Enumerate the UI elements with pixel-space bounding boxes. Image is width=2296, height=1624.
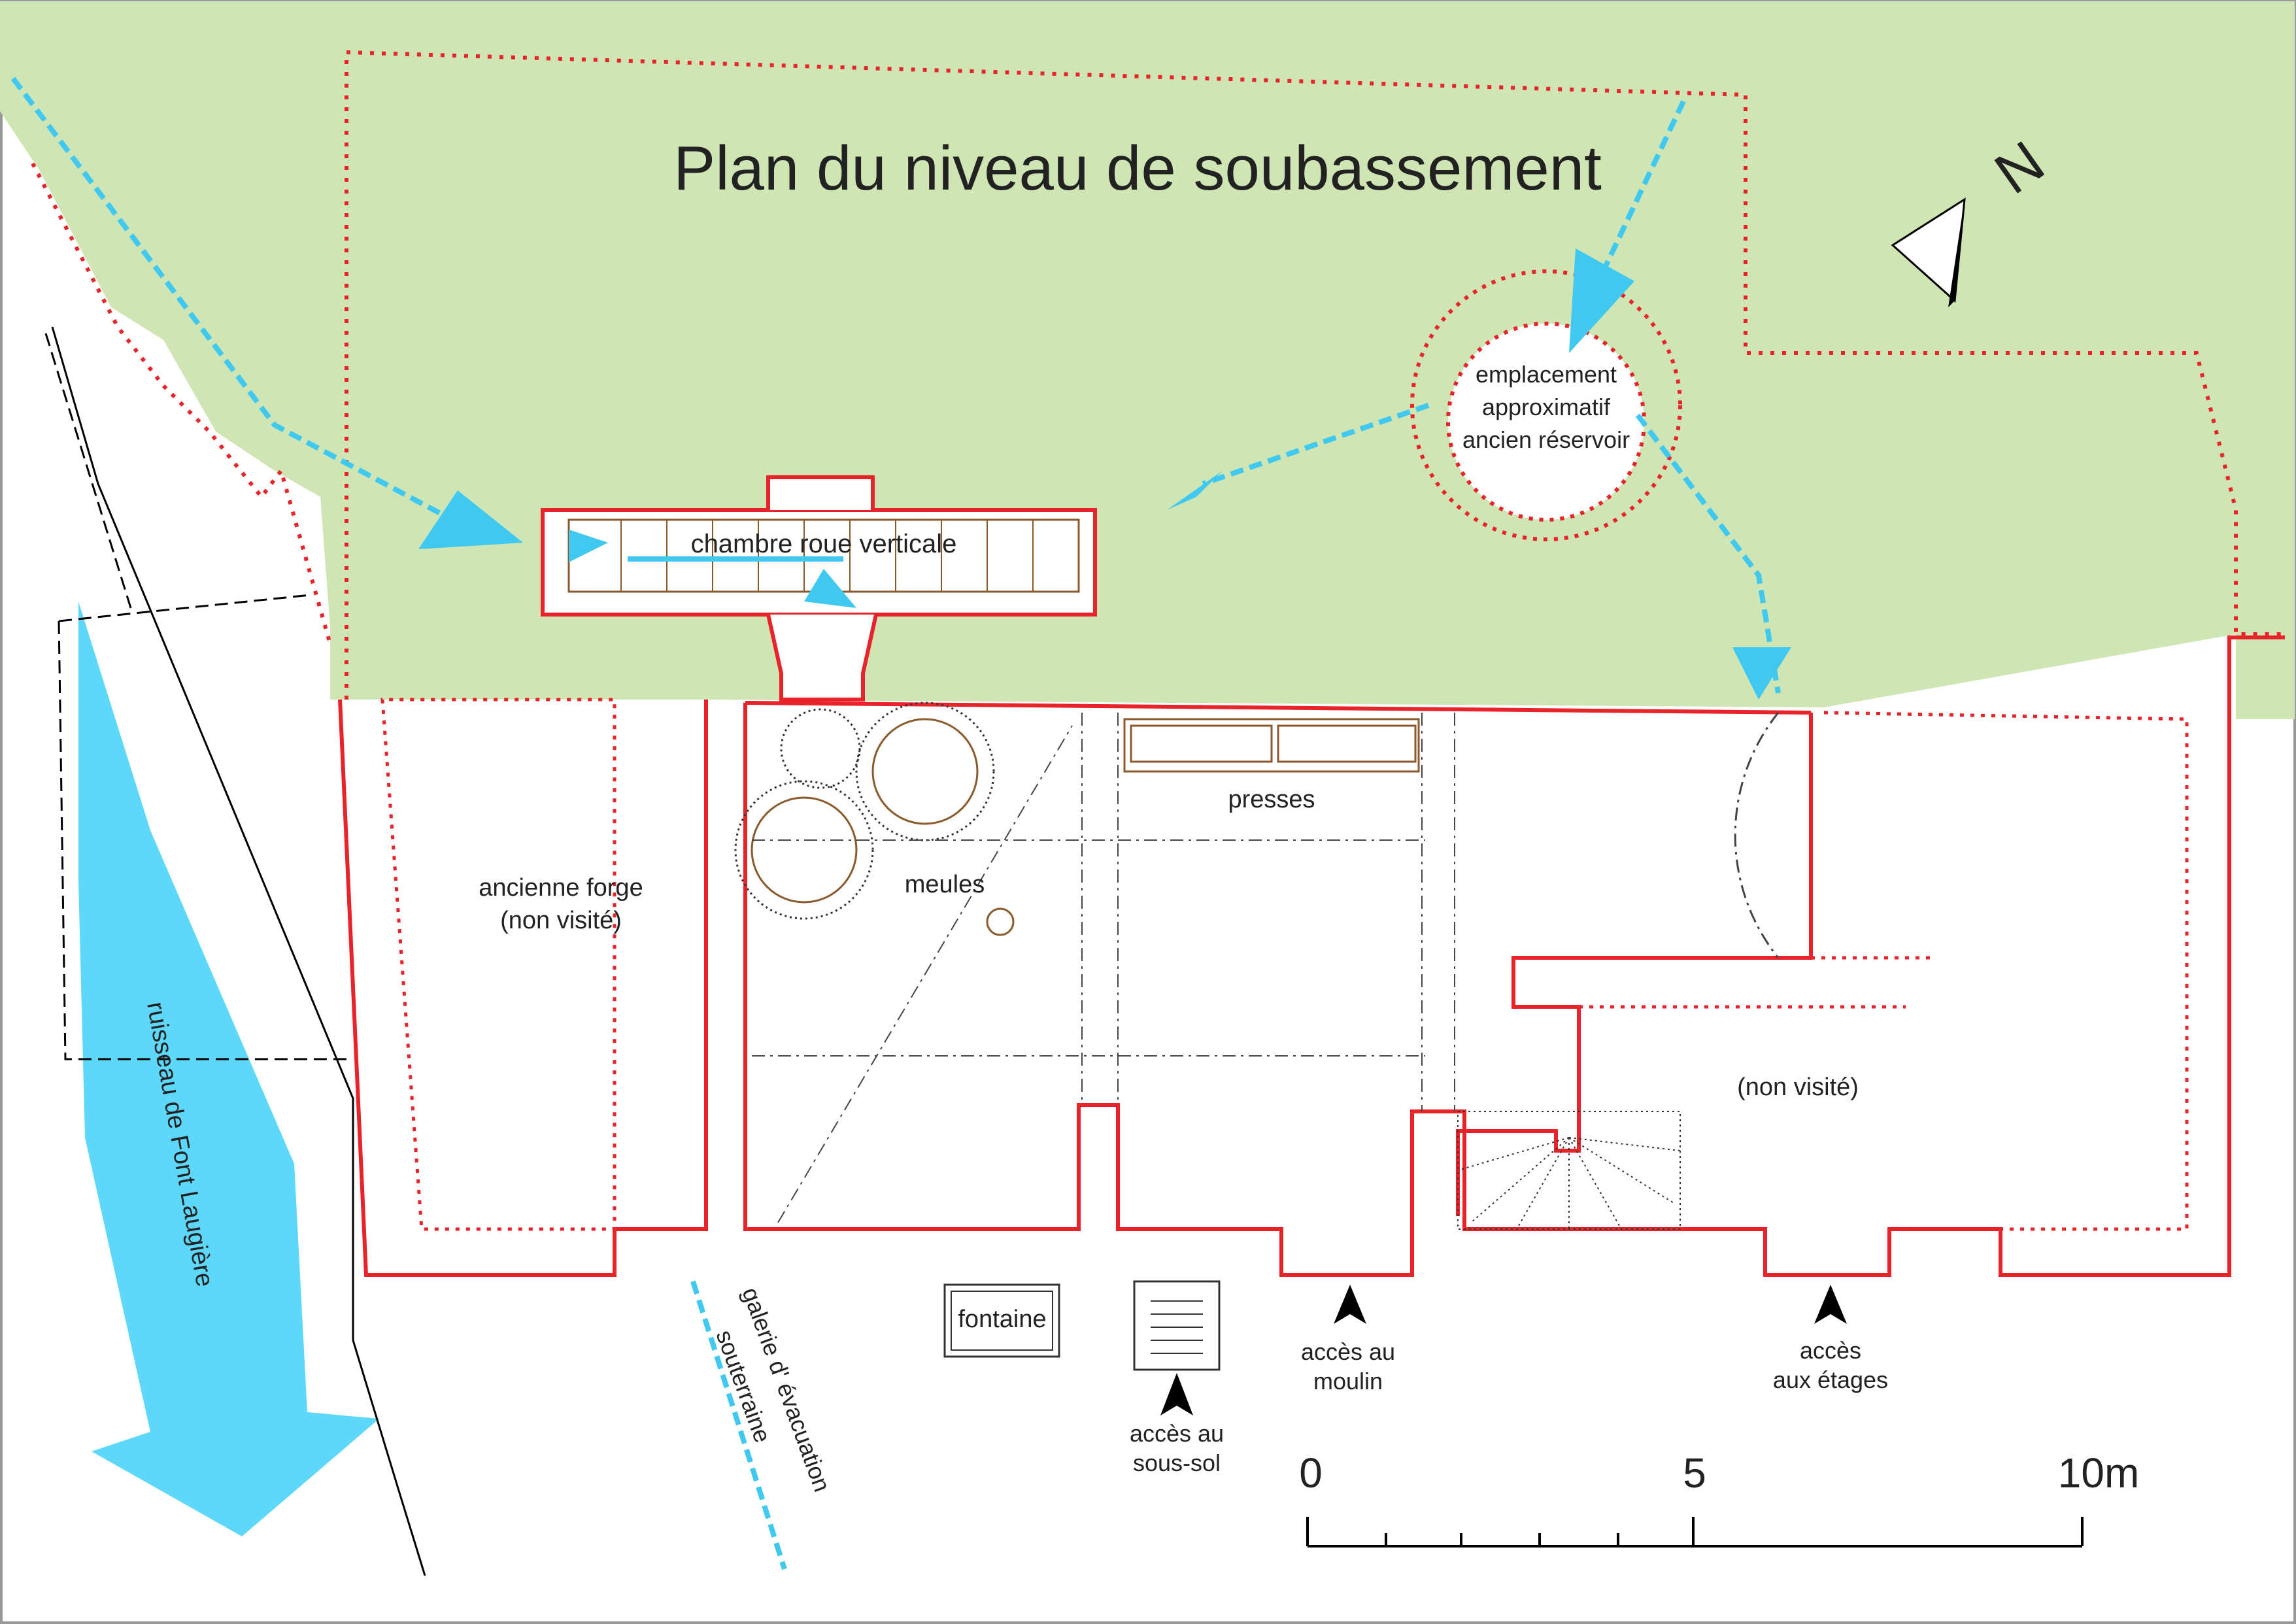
label-meules: meules: [905, 871, 985, 898]
label-reservoir-2: approximatif: [1482, 394, 1611, 420]
grid-lines: [752, 713, 1455, 1223]
sous-sol-steps: [1151, 1300, 1203, 1354]
label-acces-moulin-2: moulin: [1313, 1368, 1383, 1395]
label-fontaine: fontaine: [958, 1306, 1046, 1333]
scale-tick-0: 0: [1299, 1449, 1323, 1497]
forge-room: [380, 698, 616, 1231]
property-boundary: [31, 50, 2285, 700]
fontaine-box: [943, 1283, 1060, 1358]
page-title: Plan du niveau de soubassement: [673, 133, 1602, 203]
north-arrow: [1891, 197, 1966, 307]
access-arrows: [1160, 1285, 1847, 1415]
label-non-visite: (non visité): [1737, 1074, 1859, 1101]
scale-bar: [1306, 1517, 2084, 1548]
reservoir-outer: [1410, 269, 1682, 541]
fontaine-inner: [951, 1291, 1053, 1351]
sous-sol-stairs: [1133, 1280, 1221, 1371]
label-acces-etages-2: aux étages: [1773, 1366, 1888, 1393]
stream-boundaries: [51, 326, 426, 1576]
chambre-shaft: [766, 614, 878, 702]
label-forge-1: ancienne forge: [479, 874, 643, 902]
chambre-top: [766, 475, 875, 510]
stream: [78, 601, 379, 1536]
scale-tick-5: 5: [1683, 1449, 1706, 1497]
water-arrows: [418, 248, 1791, 700]
label-acces-sous-sol-2: sous-sol: [1133, 1449, 1221, 1476]
stream-dashed: [44, 333, 353, 1060]
meules: [734, 702, 995, 920]
label-acces-moulin-1: accès au: [1301, 1338, 1395, 1365]
label-reservoir-1: emplacement: [1476, 361, 1617, 388]
wheel-ribs: [620, 520, 1034, 592]
right-room-dotted: [1579, 711, 2189, 1231]
meules-room: [745, 701, 1812, 715]
quarter-arc: [1734, 712, 1780, 958]
label-acces-sous-sol-1: accès au: [1130, 1420, 1224, 1447]
label-acces-etages-1: accès: [1800, 1337, 1861, 1364]
ground-area: [0, 1, 2295, 719]
label-presses: presses: [1228, 786, 1315, 813]
meules-inner: [751, 718, 1015, 936]
label-forge-2: (non visité): [500, 907, 622, 934]
label-reservoir-3: ancien réservoir: [1462, 426, 1630, 453]
scale-tick-10: 10m: [2058, 1449, 2140, 1497]
label-chambre: chambre roue verticale: [691, 530, 957, 558]
reservoir-inner: [1446, 322, 1646, 522]
staircase: [1457, 1111, 1681, 1230]
presses: [1123, 718, 1420, 773]
